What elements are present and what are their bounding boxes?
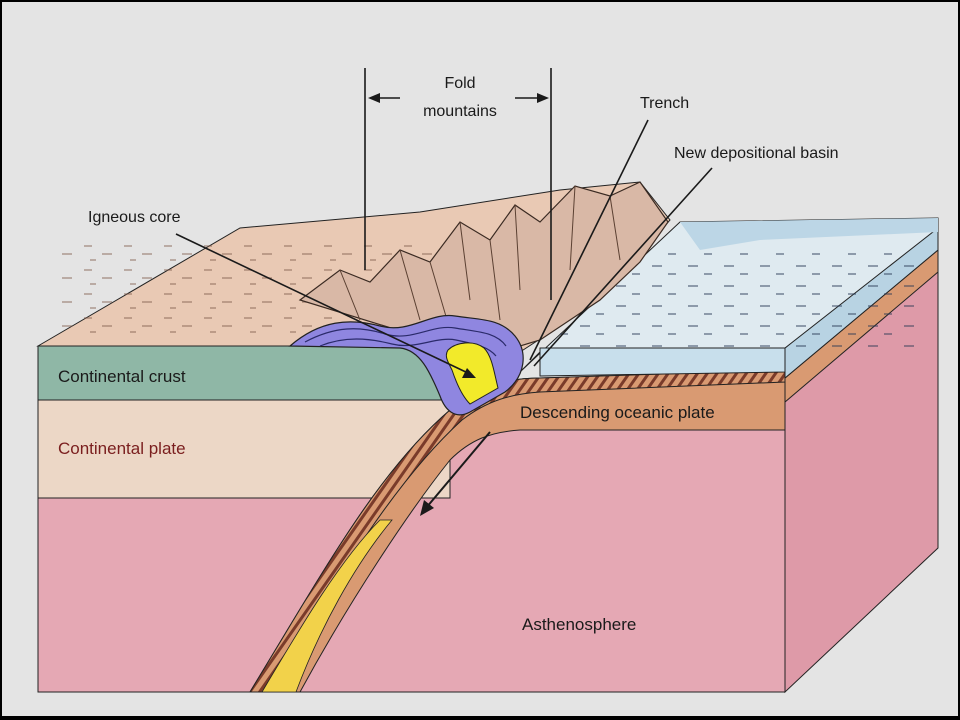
label-continental-crust: Continental crust xyxy=(58,367,186,386)
label-igneous-core: Igneous core xyxy=(88,209,181,226)
oceanic-plate-core xyxy=(261,519,393,693)
subduction-arrow-head xyxy=(420,500,434,516)
igneous-leader-arrowhead xyxy=(462,368,476,378)
continental-plate-layer xyxy=(37,399,451,499)
label-new-depositional-basin: New depositional basin xyxy=(674,145,839,162)
fold-bracket-right-arrowhead xyxy=(537,93,549,103)
trench-leader-line xyxy=(529,119,649,361)
label-asthenosphere: Asthenosphere xyxy=(522,615,636,634)
basin-leader-line xyxy=(533,167,713,367)
label-descending-oceanic-plate: Descending oceanic plate xyxy=(520,403,715,422)
ocean-shallow xyxy=(680,218,938,250)
fold-bracket-left-arrowhead xyxy=(368,93,380,103)
label-fold-line2: mountains xyxy=(423,103,497,120)
igneous-leader-line xyxy=(175,233,471,375)
subduction-direction-arrow xyxy=(425,431,491,509)
mountain-ridge-lines xyxy=(339,185,621,331)
ocean-front-face xyxy=(539,347,786,377)
oceanic-crust-stripe xyxy=(249,369,786,693)
label-continental-plate: Continental plate xyxy=(58,439,186,458)
label-fold-line1: Fold xyxy=(444,75,475,92)
label-trench: Trench xyxy=(640,95,689,112)
continental-crust-layer xyxy=(37,345,451,401)
